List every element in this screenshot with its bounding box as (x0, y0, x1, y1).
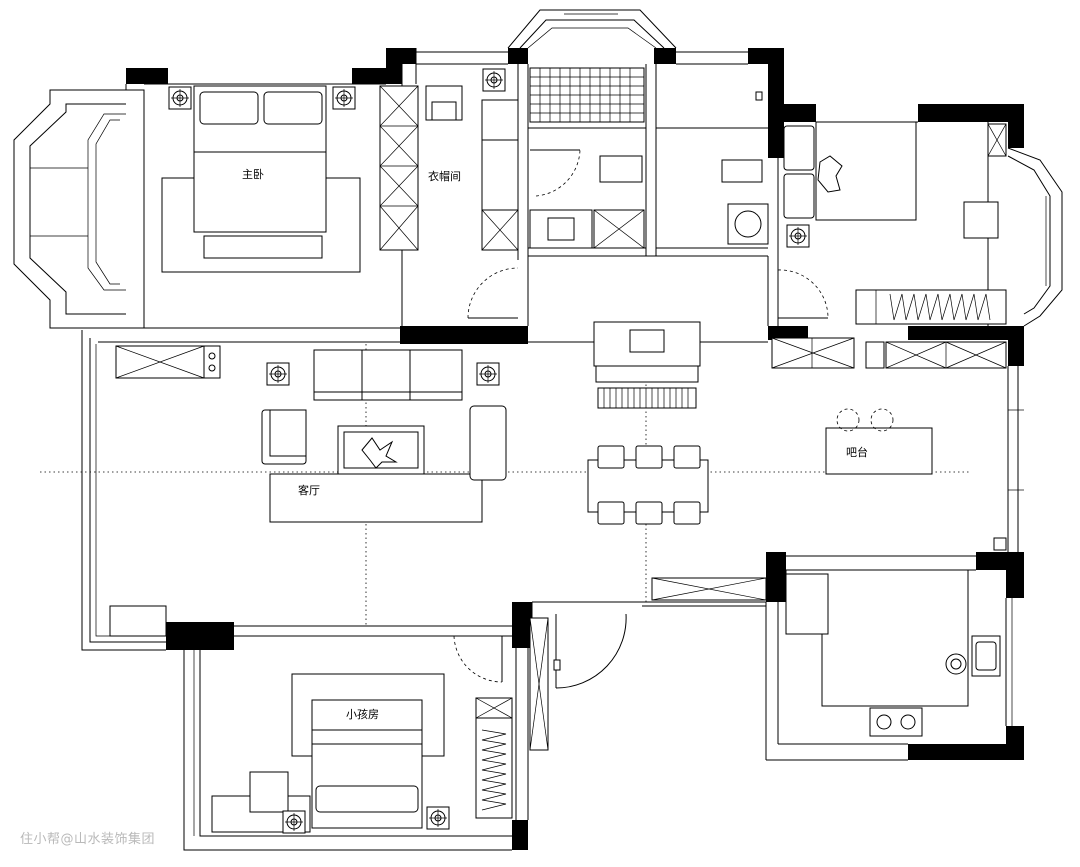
closet-door (467, 267, 519, 319)
piano (593, 321, 701, 409)
bar-counter (825, 408, 933, 475)
closet-shelves (379, 85, 519, 251)
kids-room-door (453, 635, 503, 683)
kids-bed (211, 673, 445, 833)
corridor-storage (651, 577, 767, 601)
low-cabinet (109, 605, 167, 637)
dining-table (587, 445, 709, 525)
room-label-kids-room: 小孩房 (346, 708, 379, 721)
master-bed (161, 85, 361, 273)
nightstand-lamp (168, 86, 192, 110)
kitchen-counters (785, 569, 1001, 737)
kids-bedside-lamp (426, 806, 450, 830)
guest-bedside-lamp (786, 224, 810, 248)
side-table-lamp (266, 362, 290, 386)
bath2-door (529, 613, 627, 751)
side-table-lamp (476, 362, 500, 386)
room-label-living-room: 客厅 (298, 483, 320, 497)
tv-cabinet (115, 345, 221, 379)
sofa-set (261, 349, 507, 523)
room-label-walk-in-closet: 衣帽间 (428, 169, 461, 183)
watermark: 住小帮@山水装饰集团 (20, 832, 156, 847)
outline-walls (13, 9, 1063, 851)
nightstand-lamp (332, 86, 356, 110)
room-label-master-bedroom: 主卧 (242, 168, 264, 181)
guest-bed (783, 121, 1007, 325)
kids-wardrobe (475, 697, 513, 819)
walls (126, 48, 1024, 850)
room-label-bar-counter: 吧台 (846, 445, 868, 459)
master-bath-fixtures (529, 67, 645, 249)
second-bath-fixtures (721, 91, 769, 245)
guest-door (777, 269, 829, 319)
kids-bedside-lamp (282, 810, 306, 834)
closet-light (482, 68, 506, 92)
corridor-cabinets (771, 337, 1007, 369)
